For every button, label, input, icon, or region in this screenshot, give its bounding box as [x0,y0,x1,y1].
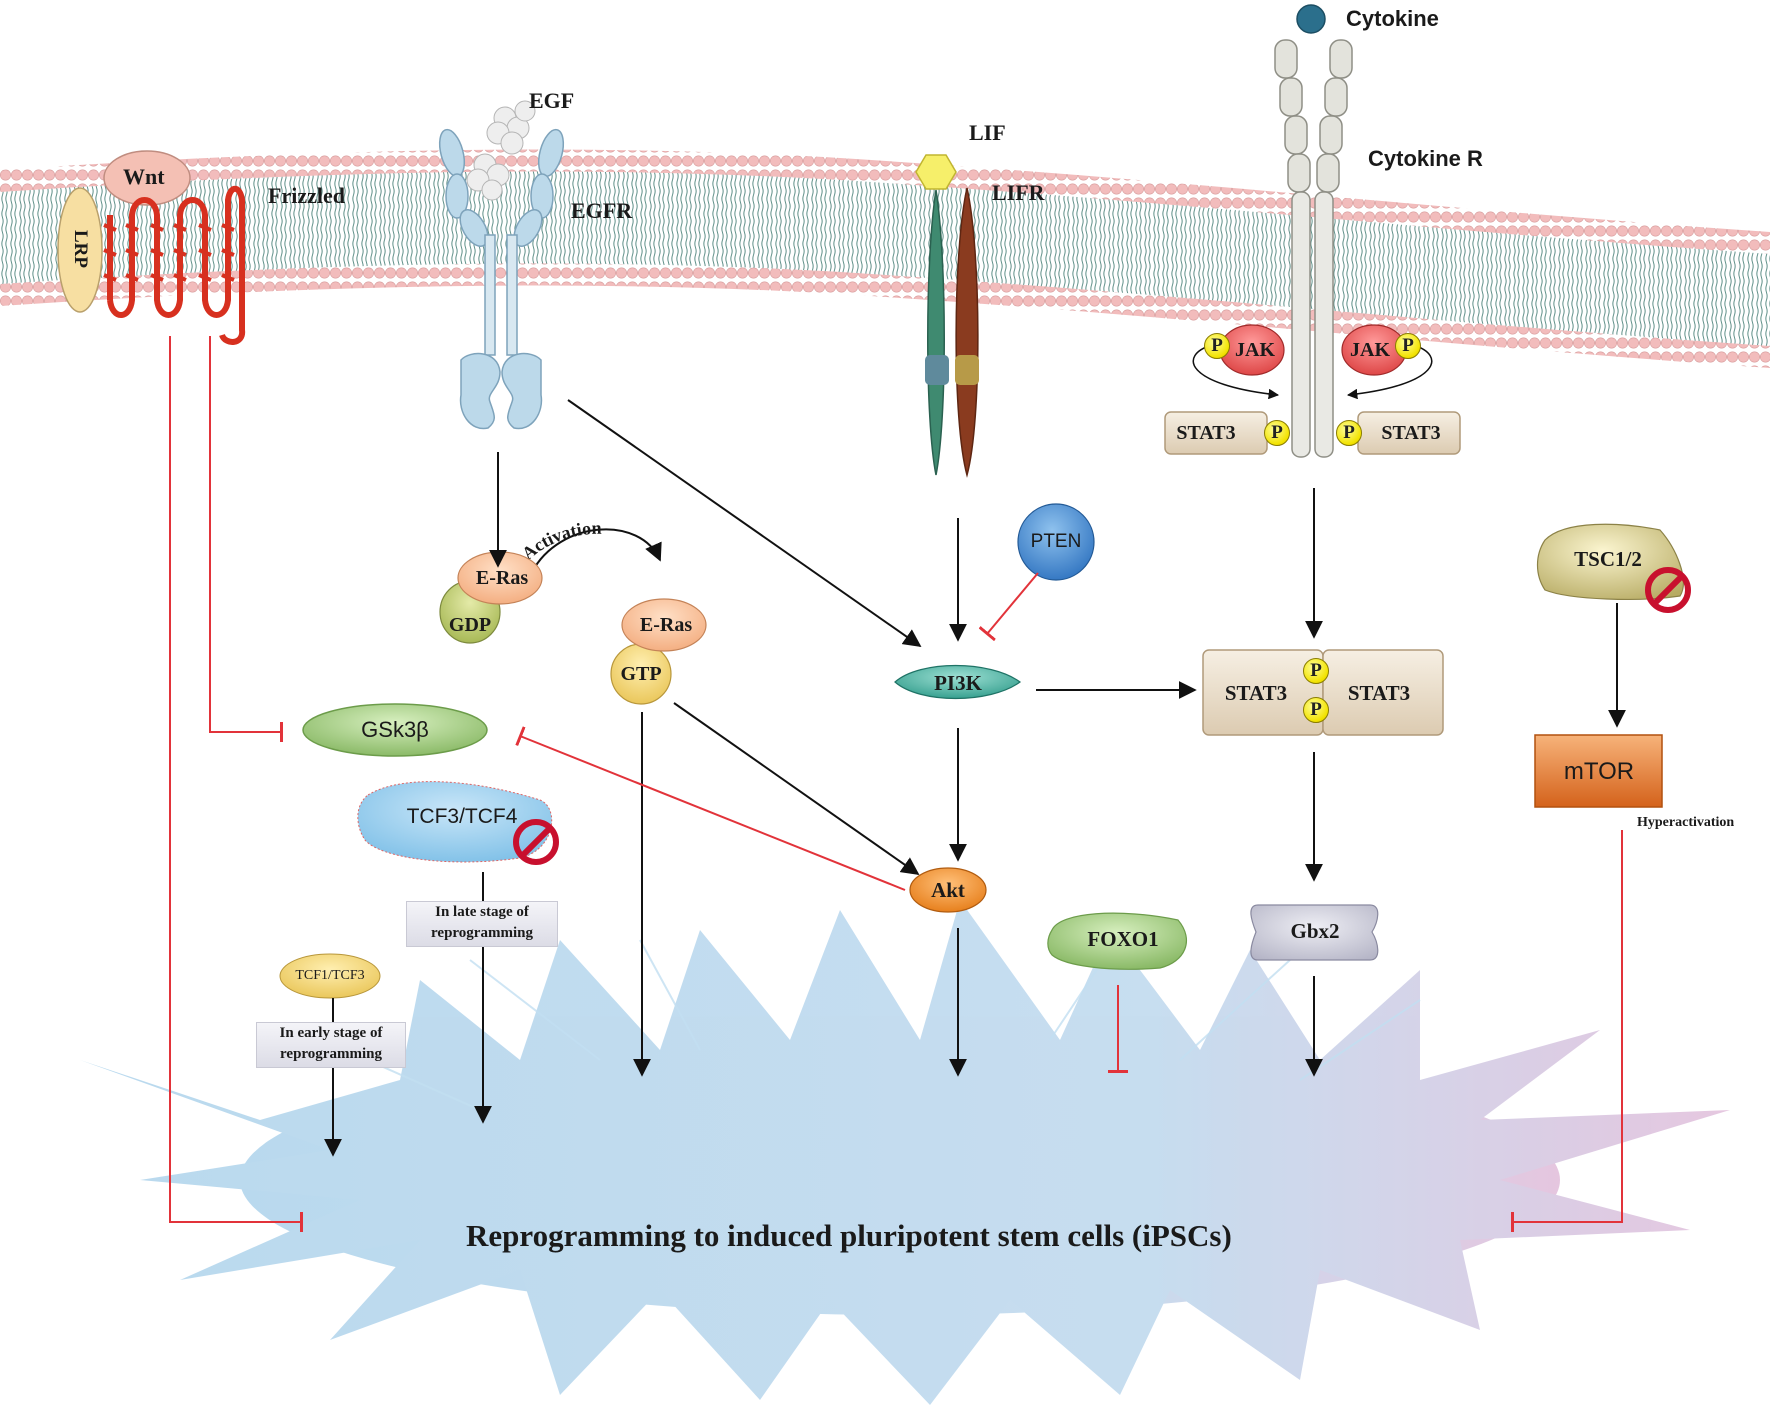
cell-membrane [0,149,1770,368]
stat3-left-phospho-badge: P [1264,420,1290,446]
egfr-receptor [438,128,565,430]
cytokine-r-label: Cytokine R [1368,146,1483,171]
eras-gtp-label: E-Ras [639,613,693,636]
reprogramming-burst [80,900,1730,1405]
activation-arrows [324,399,1626,1157]
stat3-dimer-right-label: STAT3 [1347,680,1411,705]
cytokine-label: Cytokine [1346,6,1439,31]
stat3-left-label: STAT3 [1176,421,1236,444]
foxo1-label: FOXO1 [1087,926,1159,951]
jak-left-phospho-badge: P [1204,333,1230,359]
gtp-label: GTP [620,662,662,685]
frizzled-label: Frizzled [268,183,345,208]
activation-label: Activation [518,518,602,564]
lrp-label: LRP [70,230,91,268]
tcf1-tcf3-label: TCF1/TCF3 [295,968,365,983]
jak-right-phospho-badge: P [1395,333,1421,359]
inhibition-lines [169,336,1623,1232]
pten-node [1017,503,1095,581]
foxo1-node [1047,912,1188,970]
frizzled-receptor [57,150,246,345]
early-stage-note: In early stage of reprogramming [256,1022,406,1068]
gsk3b-node [302,703,488,757]
stat3-right-phospho-badge: P [1336,420,1362,446]
egf-ligand [466,100,536,201]
gbx2-label: Gbx2 [1290,918,1340,943]
jak-right-phospho-arrow [1346,344,1433,400]
eras-gtp-node [621,598,707,652]
pten-label: PTEN [1030,531,1082,552]
tcf1-tcf3-node [279,953,381,999]
jak-right-label: JAK [1350,338,1390,361]
tcf3-tcf4-label: TCF3/TCF4 [406,805,518,828]
gbx2-node [1250,904,1379,961]
lifr-label: LIFR [992,180,1045,205]
lifr-receptor [925,187,979,478]
stat3-dimer-left-label: STAT3 [1224,680,1288,705]
stat3-right-label: STAT3 [1381,421,1441,444]
lif-label: LIF [969,120,1006,145]
jak-left-label: JAK [1235,338,1275,361]
wnt-label: Wnt [123,164,165,189]
cytokine-receptor [1274,4,1353,458]
gsk3b-label: GSk3β [361,717,429,742]
wnt-ligand [103,150,191,206]
tsc-label: TSC1/2 [1574,546,1642,571]
tsc-node [1536,523,1684,600]
pi3k-node [894,664,1022,700]
lrp-receptor [57,187,103,313]
egf-label: EGF [529,88,575,113]
hyperactivation-label: Hyperactivation [1637,815,1735,830]
stat3-dimer-top-phospho-badge: P [1303,658,1329,684]
mtor-label: mTOR [1563,758,1635,785]
egfr-label: EGFR [571,198,633,223]
reprogramming-title: Reprogramming to induced pluripotent ste… [466,1218,1232,1253]
mtor-node [1534,734,1663,808]
eras-gdp-label: E-Ras [475,566,529,589]
activation-arrow [531,528,662,573]
pi3k-label: PI3K [934,670,982,695]
gdp-label: GDP [448,613,492,636]
lif-ligand [915,154,957,190]
akt-node [909,867,987,913]
akt-label: Akt [931,877,965,902]
stat3-dimer-bottom-phospho-badge: P [1303,697,1329,723]
late-stage-note: In late stage of reprogramming [406,901,558,947]
jak-left-phospho-arrow [1192,344,1280,400]
stat3-dimer-right-box [1322,649,1444,736]
